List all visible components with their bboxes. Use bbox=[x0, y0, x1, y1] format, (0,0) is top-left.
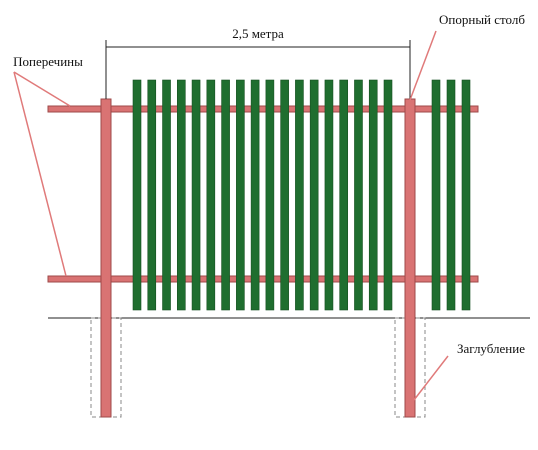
picket-right-3 bbox=[461, 79, 471, 311]
picket-main-2 bbox=[147, 79, 157, 311]
rails-leader-top bbox=[13, 71, 71, 107]
picket-main-12 bbox=[295, 79, 304, 311]
picket-main-4 bbox=[176, 79, 186, 311]
picket-main-18 bbox=[383, 79, 393, 311]
width-dimension bbox=[105, 40, 411, 99]
picket-main-14 bbox=[324, 79, 334, 311]
picket-main-8 bbox=[236, 79, 245, 311]
rail-top bbox=[47, 105, 479, 113]
picket-right-1 bbox=[431, 79, 441, 311]
picket-main-3 bbox=[162, 79, 171, 311]
support-post-left bbox=[100, 98, 112, 418]
picket-main-5 bbox=[191, 79, 201, 311]
picket-main-6 bbox=[206, 79, 216, 311]
support-post-right bbox=[404, 98, 416, 418]
post-label: Опорный столб bbox=[439, 12, 525, 27]
picket-main-9 bbox=[250, 79, 260, 311]
picket-main-16 bbox=[354, 79, 363, 311]
rail-bottom bbox=[47, 275, 479, 283]
post-leader bbox=[409, 30, 437, 101]
picket-main-13 bbox=[309, 79, 319, 311]
rails-leader-bottom bbox=[13, 71, 67, 277]
pickets-group bbox=[132, 79, 471, 311]
depth-leader bbox=[413, 355, 449, 401]
picket-main-10 bbox=[265, 79, 275, 311]
picket-main-7 bbox=[221, 79, 230, 311]
picket-main-1 bbox=[132, 79, 142, 311]
picket-main-17 bbox=[368, 79, 378, 311]
picket-main-15 bbox=[339, 79, 349, 311]
picket-right-2 bbox=[446, 79, 456, 311]
rails-label: Поперечины bbox=[13, 54, 83, 69]
picket-main-11 bbox=[280, 79, 289, 311]
depth-label: Заглубление bbox=[457, 341, 525, 356]
width-label: 2,5 метра bbox=[232, 26, 284, 41]
